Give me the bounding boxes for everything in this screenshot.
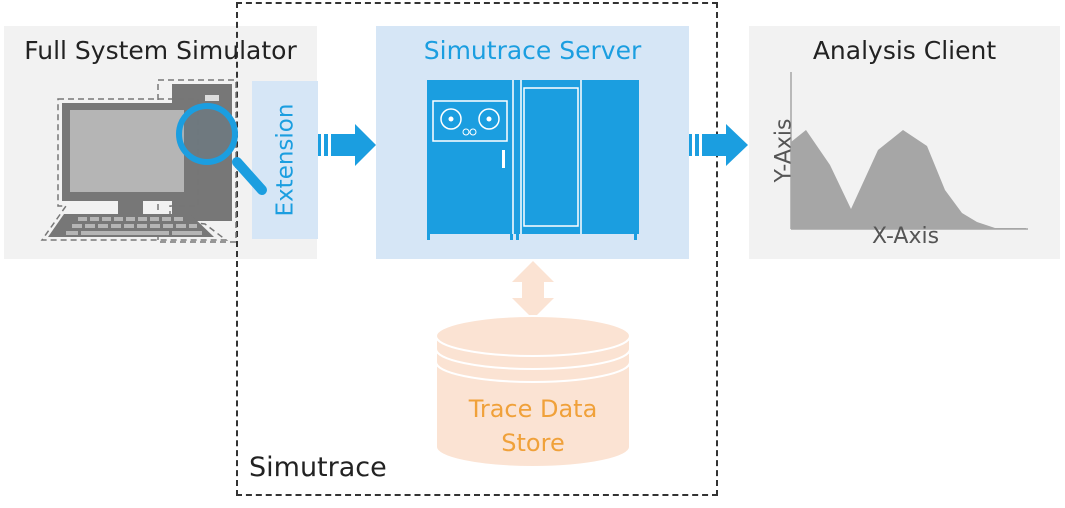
arrow-simulator-to-server: [318, 124, 376, 166]
double-arrow-server-store: [512, 261, 554, 319]
simutrace-group-border: [236, 2, 718, 496]
store-label-line1: Trace Data: [468, 395, 598, 423]
arrow-server-to-analysis: [689, 124, 748, 166]
computer-icon: [40, 79, 237, 243]
database-icon: [435, 315, 631, 468]
extension-label: Extension: [272, 103, 299, 217]
extension-box: [252, 81, 318, 239]
server-rack-icon: [427, 80, 639, 240]
simutrace-group-label: Simutrace: [249, 452, 387, 483]
magnifier-icon: [176, 103, 267, 195]
simulator-title: Full System Simulator: [24, 36, 297, 65]
server-title: Simutrace Server: [423, 36, 642, 65]
analysis-title: Analysis Client: [812, 36, 997, 65]
extension-label-wrap: Extension: [252, 81, 318, 239]
chart-area: [791, 130, 1026, 229]
trace-data-store-label: Trace Data Store: [436, 392, 630, 460]
store-label-line2: Store: [501, 429, 565, 457]
y-axis-label: Y-Axis: [771, 118, 797, 182]
analysis-chart: [790, 72, 1028, 230]
y-axis-label-wrap: Y-Axis: [754, 110, 814, 190]
x-axis-label: X-Axis: [872, 224, 940, 249]
